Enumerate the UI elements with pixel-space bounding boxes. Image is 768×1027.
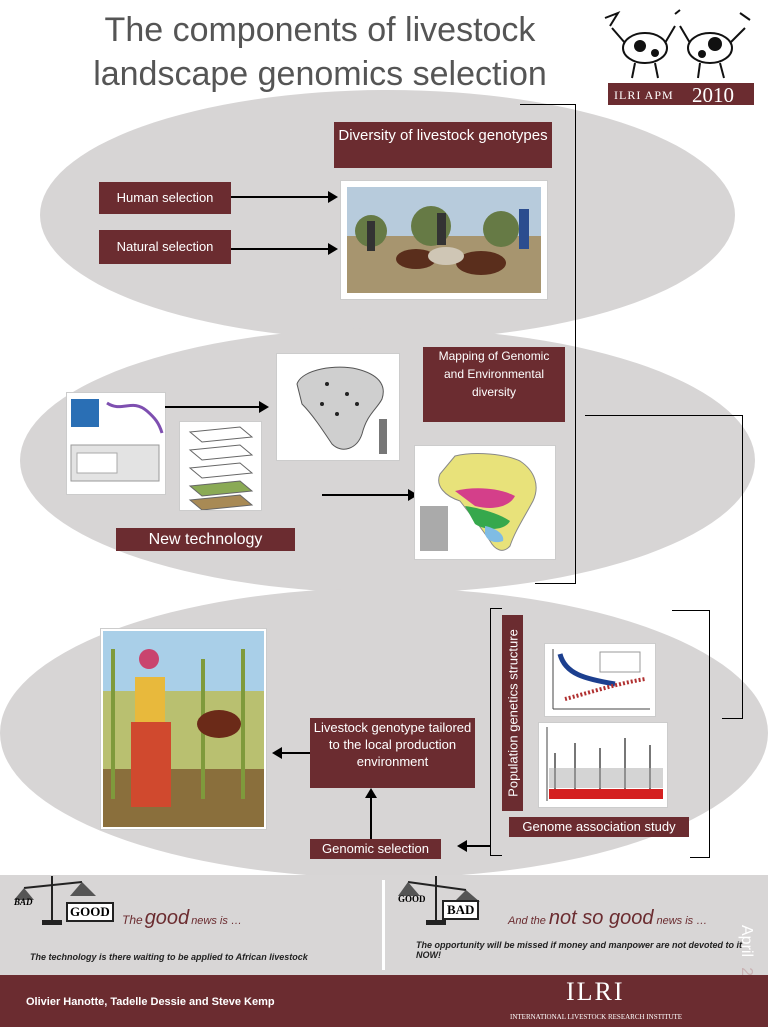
mapping-label: Mapping of Genomic and Environmental div…: [423, 347, 565, 422]
arrow-to-photo: [280, 752, 310, 754]
genome-association-label: Genome association study: [509, 817, 689, 837]
side-date-month: April: [738, 924, 756, 958]
connector-line: [575, 104, 576, 584]
arrow-to-africa-map: [322, 494, 410, 496]
natural-selection-label: Natural selection: [99, 230, 231, 264]
arrow-natural: [231, 248, 331, 250]
connector-line: [709, 610, 710, 858]
connector-line: [490, 855, 502, 856]
arrowhead-icon: [328, 243, 338, 255]
page-title: The components of livestock landscape ge…: [70, 8, 570, 96]
human-selection-label: Human selection: [99, 182, 231, 214]
cattle-herd-photo: [340, 180, 548, 300]
population-genetics-label: Population genetics structure: [502, 615, 523, 811]
connector-line: [742, 415, 743, 718]
scale-bad-icon: GOOD BAD: [396, 870, 486, 930]
gis-layers-photo: [179, 421, 262, 511]
arrow-to-genomic: [465, 845, 490, 847]
tailored-genotype-label: Livestock genotype tailored to the local…: [310, 718, 475, 788]
population-structure-plot: [544, 643, 656, 717]
arrowhead-icon: [408, 489, 418, 501]
connector-line: [672, 610, 710, 611]
arrowhead-up-icon: [365, 788, 377, 798]
logo-year: 2010: [692, 83, 734, 107]
arrowhead-left-icon: [272, 747, 282, 759]
africa-production-map-image: [414, 445, 556, 560]
ilri-apm-logo: ILRI APM 2010: [600, 8, 755, 107]
farmer-with-cattle-photo: [100, 628, 267, 830]
arrow-technology-to-map: [165, 406, 261, 408]
title-line-1: The components of livestock: [104, 11, 536, 49]
scale-bad-text: BAD: [442, 900, 480, 920]
sequencer-photo: [66, 392, 166, 495]
genomic-selection-label: Genomic selection: [310, 839, 441, 859]
connector-line: [535, 583, 576, 584]
footer-authors: Olivier Hanotte, Tadelle Dessie and Stev…: [26, 996, 275, 1008]
arrow-genomic-up: [370, 796, 372, 839]
scale-good-text: GOOD: [66, 902, 114, 922]
bad-news-text: The opportunity will be missed if money …: [416, 940, 743, 960]
cattle-drawing-icon: [604, 9, 751, 79]
ilri-name: INTERNATIONAL LIVESTOCK RESEARCH INSTITU…: [510, 1013, 683, 1021]
title-line-2: landscape genomics selection: [93, 55, 547, 93]
diversity-label: Diversity of livestock genotypes: [334, 122, 552, 168]
connector-line: [585, 415, 743, 416]
connector-line: [490, 608, 491, 856]
good-news-text: The technology is there waiting to be ap…: [30, 952, 308, 962]
arrowhead-left-icon: [457, 840, 467, 852]
connector-line: [490, 608, 502, 609]
diversity-map-image: [276, 353, 400, 461]
logo-text: ILRI APM: [614, 88, 674, 102]
connector-line: [690, 857, 710, 858]
scale-good-text: GOOD: [398, 894, 426, 904]
arrowhead-icon: [328, 191, 338, 203]
connector-line: [520, 104, 576, 105]
scale-good-icon: BAD GOOD: [12, 870, 114, 930]
arrow-human: [231, 196, 331, 198]
ilri-logo: ILRI: [566, 977, 625, 1006]
scale-bad-text: BAD: [14, 897, 33, 907]
connector-line: [722, 718, 743, 719]
new-technology-label: New technology: [116, 528, 295, 551]
band-divider: [382, 880, 385, 970]
manhattan-plot: [538, 722, 668, 808]
footer: Olivier Hanotte, Tadelle Dessie and Stev…: [0, 975, 768, 1027]
arrowhead-icon: [259, 401, 269, 413]
